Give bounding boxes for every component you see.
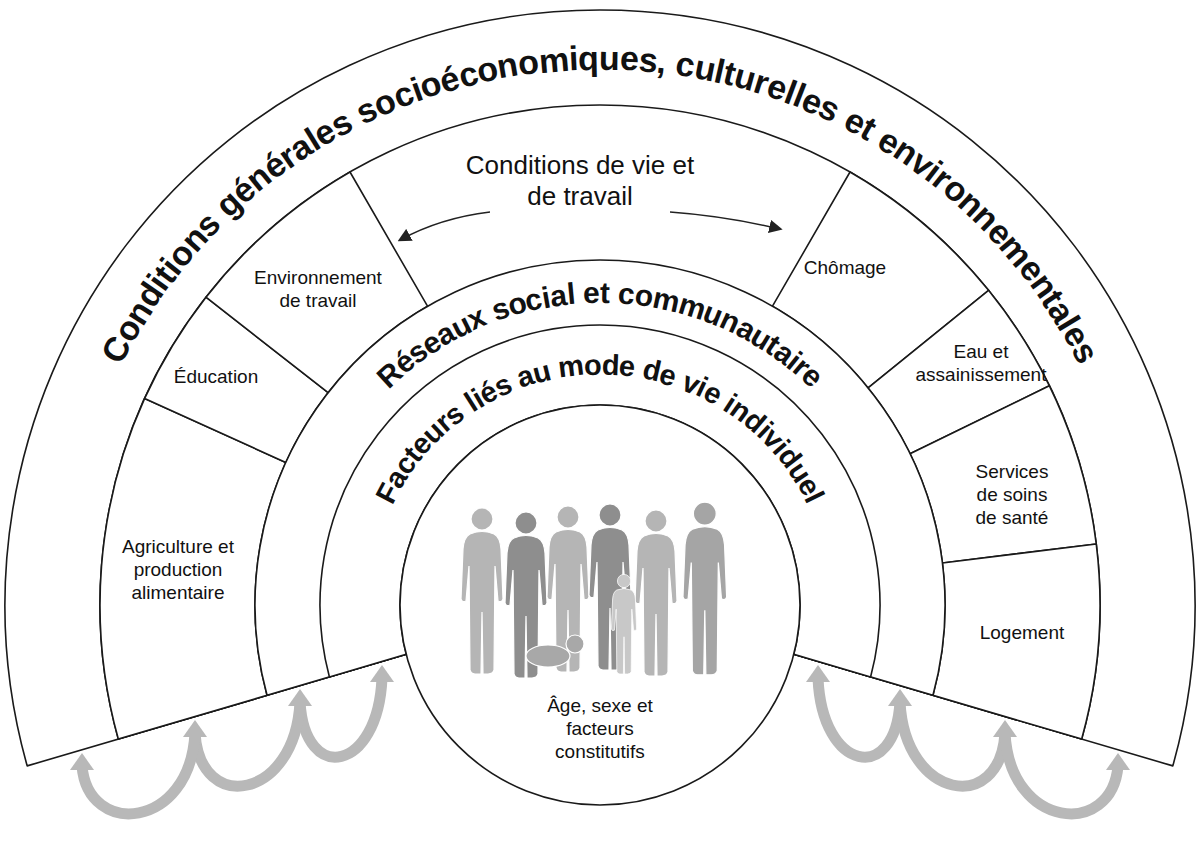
core-circle: Âge, sexe et facteurs constitutifs — [397, 402, 803, 808]
sector-label: Chômage — [785, 257, 905, 280]
sector-label: Environnement de travail — [243, 267, 393, 313]
outer-band: Agriculture et production alimentaire Édu… — [2, 7, 1198, 769]
sector: Services de soins de santé — [907, 382, 1100, 566]
letter: t — [600, 275, 611, 311]
node-outline — [2, 7, 1198, 769]
letter: e — [617, 348, 637, 384]
sector-label: Éducation — [161, 366, 271, 389]
outline-path — [206, 172, 428, 393]
sector: Eau et assainissement — [865, 287, 1053, 457]
outline-path — [400, 405, 800, 805]
sector-label: Logement — [957, 622, 1087, 645]
outline-path — [5, 10, 1195, 766]
letter: i — [568, 38, 579, 79]
sector-label: Eau et assainissement — [911, 341, 1051, 387]
band-title: Réseaux social et communautaire — [370, 273, 833, 396]
letter: e — [583, 275, 601, 311]
sector-label: Services de soins de santé — [965, 461, 1060, 529]
outline-path — [933, 544, 1100, 739]
sector: Logement — [929, 541, 1103, 743]
sector-label: Agriculture et production alimentaire — [108, 536, 248, 604]
letter: d — [601, 347, 620, 383]
sector: Agriculture et production alimentaire — [97, 395, 289, 742]
letter: q — [578, 37, 600, 78]
network-band: Âge, sexe et facteurs constitutifsFacteu… — [252, 257, 948, 699]
band-title: Conditions de vie et de travail — [465, 150, 695, 212]
letter: e — [619, 38, 640, 80]
node-outline — [252, 257, 948, 699]
band-title: Conditions générales socioéconomiques, c… — [94, 36, 1108, 375]
letter: m — [556, 348, 586, 386]
band-title: Facteurs liés au mode de vie individuel — [368, 346, 834, 517]
letter: m — [537, 38, 571, 81]
core-label: Âge, sexe et facteurs constitutifs — [525, 695, 675, 763]
letter: o — [583, 347, 602, 382]
letter: u — [599, 37, 620, 78]
sector: Éducation — [141, 294, 331, 466]
